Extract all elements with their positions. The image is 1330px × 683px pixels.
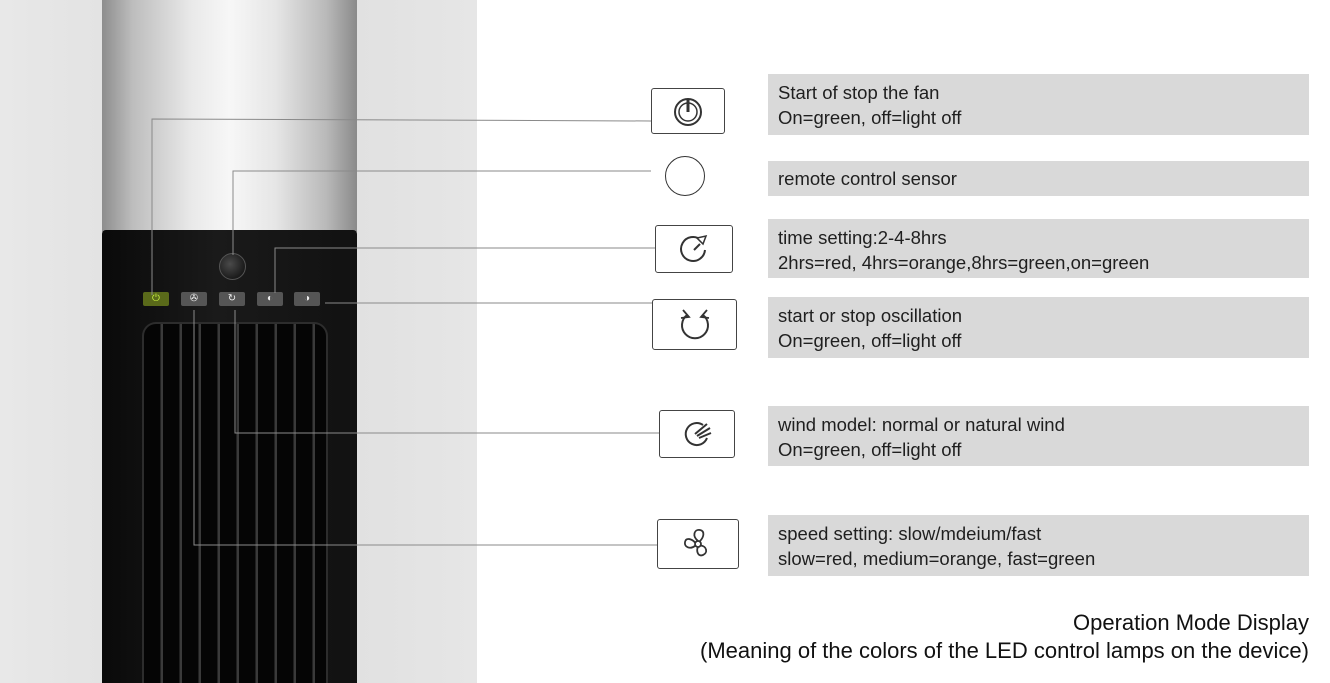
- oscillation-button-box: [652, 299, 737, 350]
- fan-icon: ✇: [189, 293, 199, 304]
- panel-power-led: ⏻: [143, 292, 169, 306]
- desc-timer: time setting:2-4-8hrs 2hrs=red, 4hrs=ora…: [768, 219, 1309, 278]
- panel-timer-button: ↻: [219, 292, 245, 306]
- desc-power-line1: Start of stop the fan: [778, 82, 940, 103]
- timer-icon: ↻: [227, 293, 237, 304]
- wind-mode-button-box: [659, 410, 735, 458]
- remote-sensor-icon: [665, 156, 705, 196]
- power-icon: [674, 98, 702, 126]
- fan-speed-icon: [684, 529, 708, 557]
- desc-timer-line2: 2hrs=red, 4hrs=orange,8hrs=green,on=gree…: [778, 252, 1150, 273]
- caption-subtitle: (Meaning of the colors of the LED contro…: [700, 638, 1309, 663]
- desc-speed-line2: slow=red, medium=orange, fast=green: [778, 548, 1096, 569]
- fan-photo: ⏻ ✇ ↻ ◐ ◑: [0, 0, 477, 683]
- desc-power: Start of stop the fan On=green, off=ligh…: [768, 74, 1309, 135]
- desc-speed: speed setting: slow/mdeium/fast slow=red…: [768, 515, 1309, 576]
- fan-top-silver: [102, 0, 357, 232]
- power-button-box: [651, 88, 725, 134]
- oscillation-icon: [680, 308, 709, 339]
- speed-button-box: [657, 519, 739, 569]
- panel-wind-button: ◐: [257, 292, 283, 306]
- panel-speed-button: ✇: [181, 292, 207, 306]
- desc-speed-line1: speed setting: slow/mdeium/fast: [778, 523, 1042, 544]
- wind-mode-icon: [684, 422, 712, 447]
- wind-icon: ◐: [266, 293, 274, 304]
- desc-wind-line2: On=green, off=light off: [778, 439, 962, 460]
- desc-sensor: remote control sensor: [768, 161, 1309, 196]
- power-icon: ⏻: [152, 293, 160, 304]
- timer-button-box: [655, 225, 733, 273]
- desc-timer-line1: time setting:2-4-8hrs: [778, 227, 947, 248]
- fan-grille: [142, 322, 328, 683]
- desc-power-line2: On=green, off=light off: [778, 107, 962, 128]
- caption-title: Operation Mode Display: [1072, 610, 1309, 635]
- desc-wind-mode: wind model: normal or natural wind On=gr…: [768, 406, 1309, 466]
- desc-oscillation: start or stop oscillation On=green, off=…: [768, 297, 1309, 358]
- desc-wind-line1: wind model: normal or natural wind: [778, 414, 1065, 435]
- desc-oscillation-line1: start or stop oscillation: [778, 305, 963, 326]
- desc-oscillation-line2: On=green, off=light off: [778, 330, 962, 351]
- remote-sensor-window: [219, 253, 246, 280]
- desc-sensor-line1: remote control sensor: [778, 168, 957, 189]
- panel-oscillation-button: ◑: [294, 292, 320, 306]
- oscillation-icon: ◑: [303, 293, 311, 304]
- timer-icon: [680, 234, 708, 262]
